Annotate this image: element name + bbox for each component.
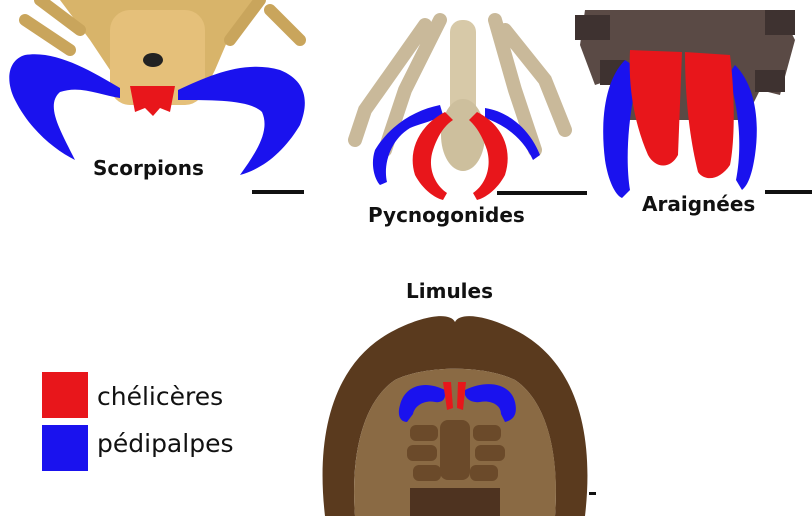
pycnogonid-panel: Pycnogonides: [345, 0, 590, 230]
scorpion-chelicerae: [130, 86, 175, 116]
horseshoe-crab-photo: [315, 310, 595, 516]
pycnogonids-label: Pycnogonides: [368, 203, 525, 227]
chelicerae-swatch: [42, 372, 88, 418]
spider-panel: Araignées: [570, 0, 812, 230]
scorpions-label: Scorpions: [93, 156, 204, 180]
scorpion-panel: Scorpions: [0, 0, 320, 200]
spider-photo: [570, 0, 812, 205]
pycnogonid-photo: [345, 0, 590, 200]
horseshoe-crabs-label: Limules: [406, 279, 493, 303]
pedipalps-legend-label: pédipalpes: [97, 429, 233, 458]
spider-scale-bar: [765, 190, 812, 194]
chelicerae-legend-label: chélicères: [97, 382, 223, 411]
spider-chelicera-right: [685, 52, 734, 178]
spiders-label: Araignées: [642, 192, 755, 216]
scorpion-pedipalp-left: [9, 54, 120, 160]
scorpion-scale-bar: [252, 190, 304, 194]
pedipalps-swatch: [42, 425, 88, 471]
horseshoe-crab-scale-bar: [589, 492, 596, 495]
spider-chelicera-left: [630, 50, 682, 166]
horseshoe-crab-panel: [315, 310, 595, 516]
